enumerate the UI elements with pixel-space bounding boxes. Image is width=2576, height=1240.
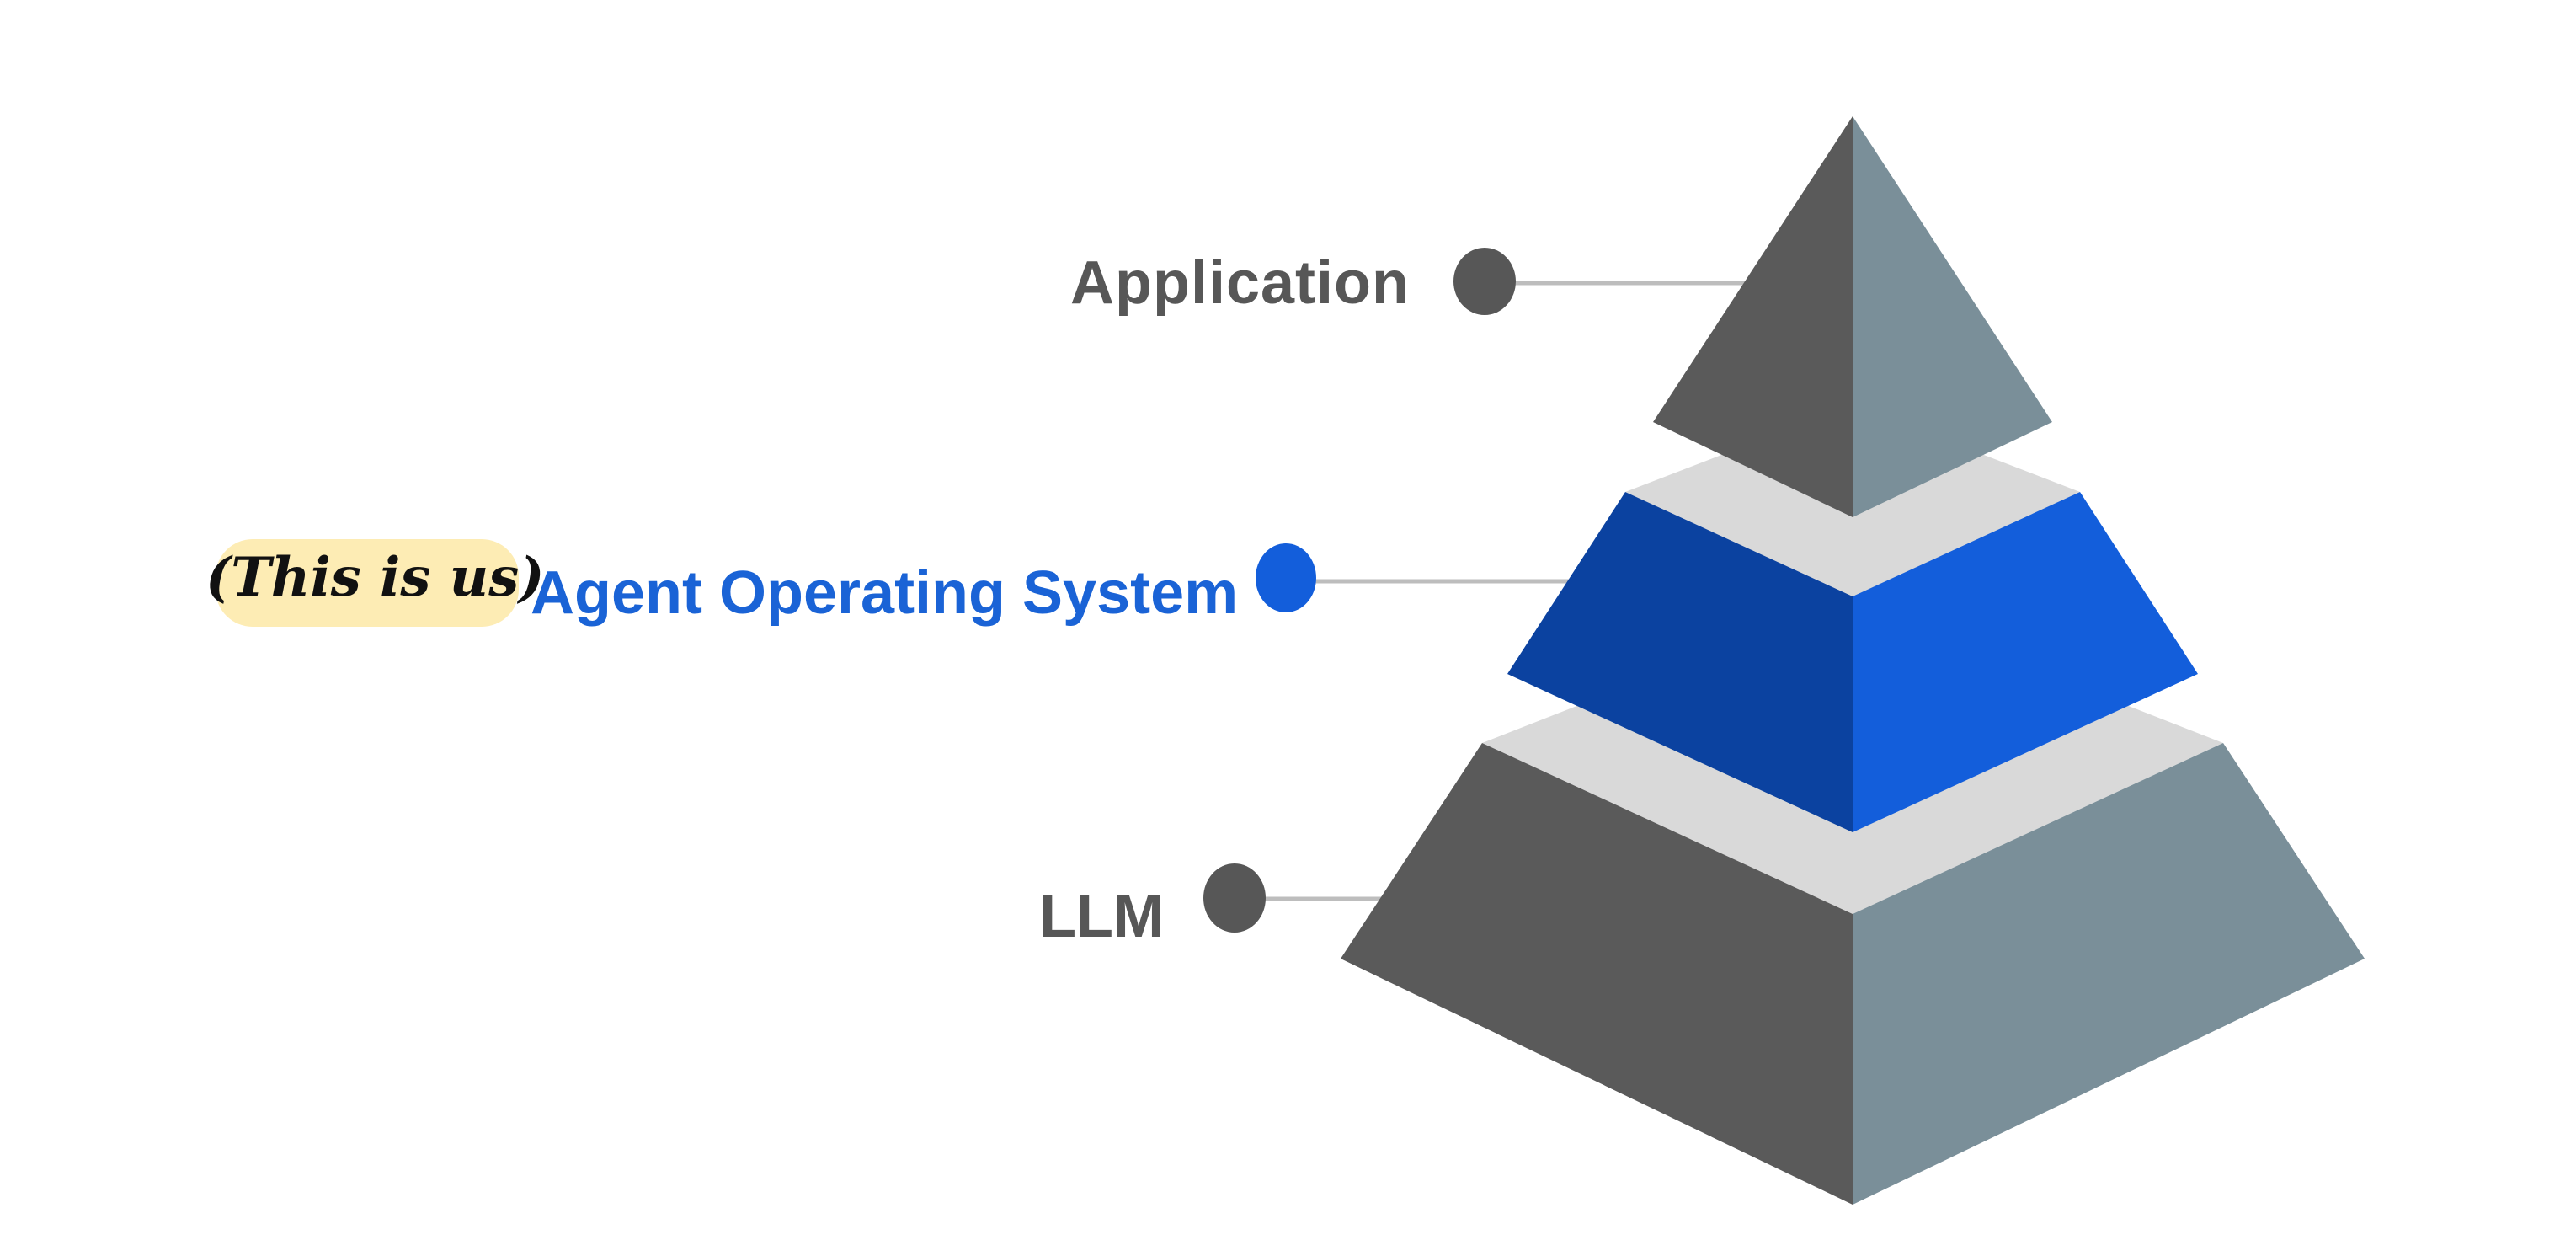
dot-llm (1203, 863, 1266, 933)
layer-application-right-face (1853, 116, 2052, 517)
layer-application-left-face (1653, 116, 1853, 517)
label-agent-operating-system: Agent Operating System (531, 559, 1239, 627)
dot-agent-os (1256, 543, 1316, 612)
label-llm: LLM (1039, 883, 1164, 950)
layer-agent-os-right-face (1853, 492, 2198, 832)
dot-application (1453, 248, 1516, 315)
layer-llm-right-face (1853, 743, 2365, 1205)
layer-agent-os-left-face (1507, 492, 1853, 832)
annotation-highlight (216, 539, 519, 627)
annotation-this-is-us: (This is us) (205, 546, 545, 609)
label-application: Application (1070, 249, 1410, 317)
layer-llm-left-face (1341, 743, 1853, 1205)
